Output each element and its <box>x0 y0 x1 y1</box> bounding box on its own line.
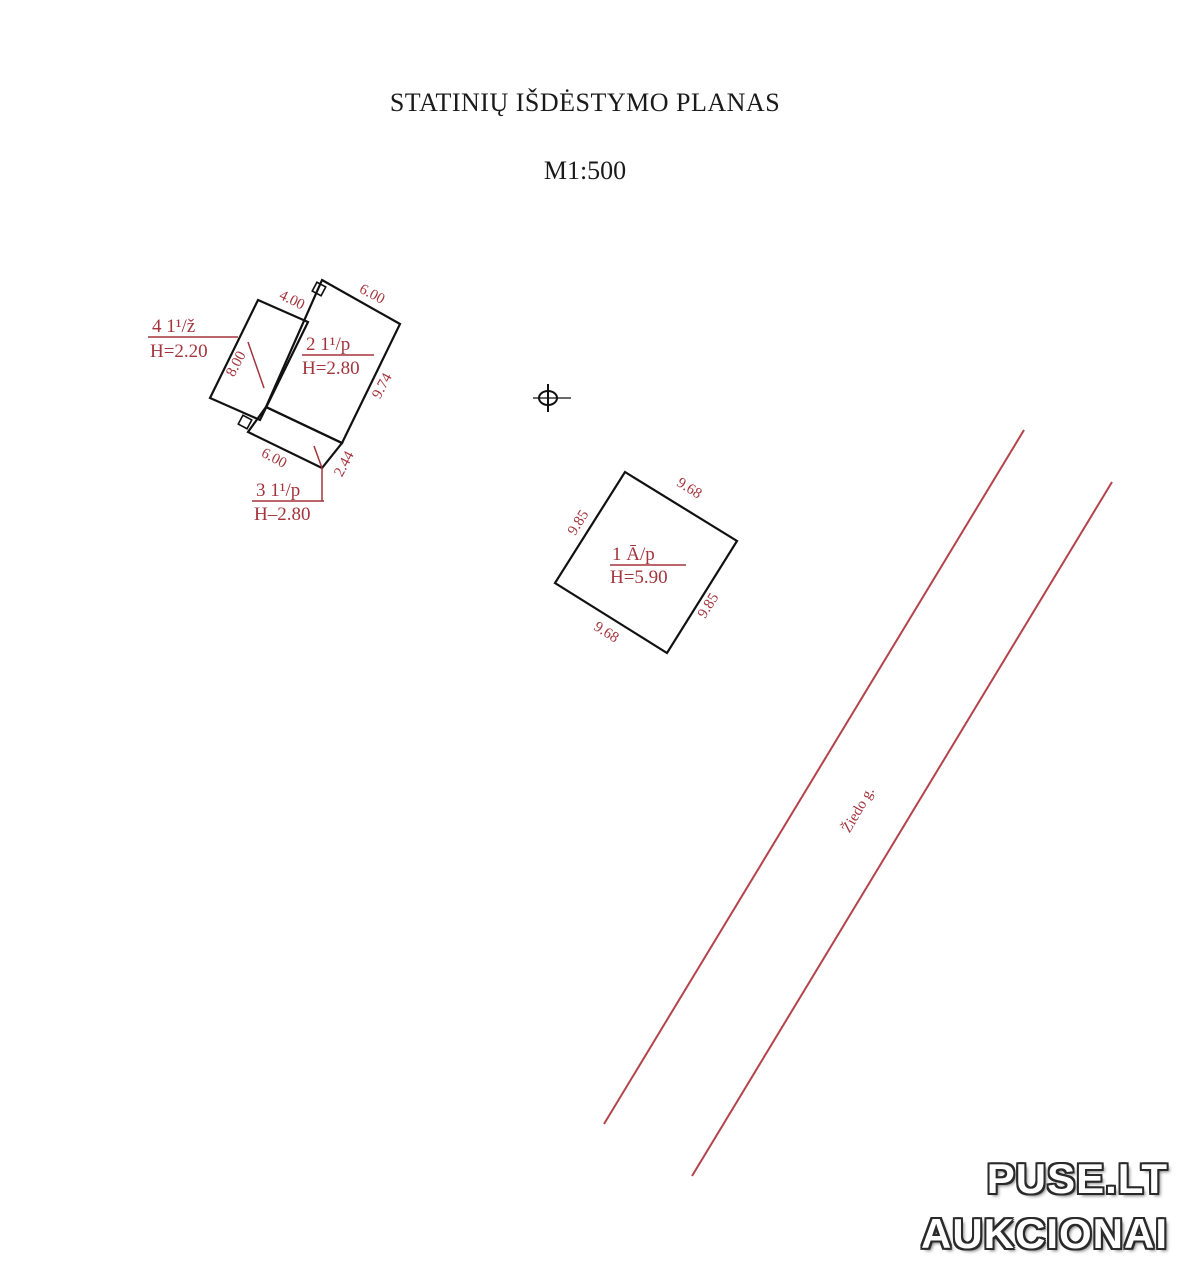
building-3-number: 3 <box>256 480 266 501</box>
building-1-side-left: 9.85 <box>565 508 592 539</box>
watermark-line-1: PUSE.LT <box>986 1155 1168 1202</box>
street-edge-left <box>603 429 1025 1125</box>
building-4-outline <box>208 298 310 422</box>
building-3-corner-marker <box>237 414 253 430</box>
svg-text:3 1¹/p: 3 1¹/p <box>256 480 300 501</box>
building-1-label: 1 Ā/p H=5.90 <box>610 544 686 588</box>
building-1-number: 1 <box>612 544 622 565</box>
building-1-outline <box>553 470 739 655</box>
building-2-code: 1¹/p <box>320 334 350 355</box>
building-1-side-bottom: 9.68 <box>591 619 622 646</box>
building-4-dim-line <box>247 341 265 389</box>
building-2-side-right: 9.74 <box>369 370 396 401</box>
building-1-code: Ā/p <box>626 544 655 565</box>
plan-scale: M1:500 <box>543 156 627 185</box>
plan-title: STATINIŲ IŠDĖSTYMO PLANAS <box>389 88 781 117</box>
building-4-number: 4 <box>152 316 162 337</box>
building-4-code: 1¹/ž <box>166 316 195 337</box>
orientation-symbol-icon <box>533 384 571 412</box>
building-1-height: H=5.90 <box>610 567 668 588</box>
watermark-line-2: AUKCIONAI <box>921 1210 1168 1257</box>
street-label: Žiedo g. <box>838 784 878 836</box>
building-2-label: 2 1¹/p H=2.80 <box>302 334 374 379</box>
building-2-side-top: 6.00 <box>357 281 388 307</box>
building-1-side-right: 9.85 <box>695 591 722 622</box>
building-3-label: 3 1¹/p H–2.80 <box>252 468 324 525</box>
svg-text:4 1¹/ž: 4 1¹/ž <box>152 316 195 337</box>
building-4-label: 4 1¹/ž H=2.20 <box>148 316 238 362</box>
svg-text:1 Ā/p: 1 Ā/p <box>612 544 655 565</box>
street-edge-right <box>691 481 1113 1177</box>
building-2-height: H=2.80 <box>302 358 360 379</box>
building-4-height: H=2.20 <box>150 341 208 362</box>
building-3-height: H–2.80 <box>254 504 310 525</box>
building-3-code: 1¹/p <box>270 480 300 501</box>
building-3-dim-line <box>313 445 323 469</box>
building-2-corner-marker <box>311 281 327 297</box>
building-4-side-left: 8.00 <box>223 349 249 380</box>
building-1-side-top: 9.68 <box>674 475 705 502</box>
building-2-number: 2 <box>306 334 316 355</box>
svg-text:2 1¹/p: 2 1¹/p <box>306 334 350 355</box>
